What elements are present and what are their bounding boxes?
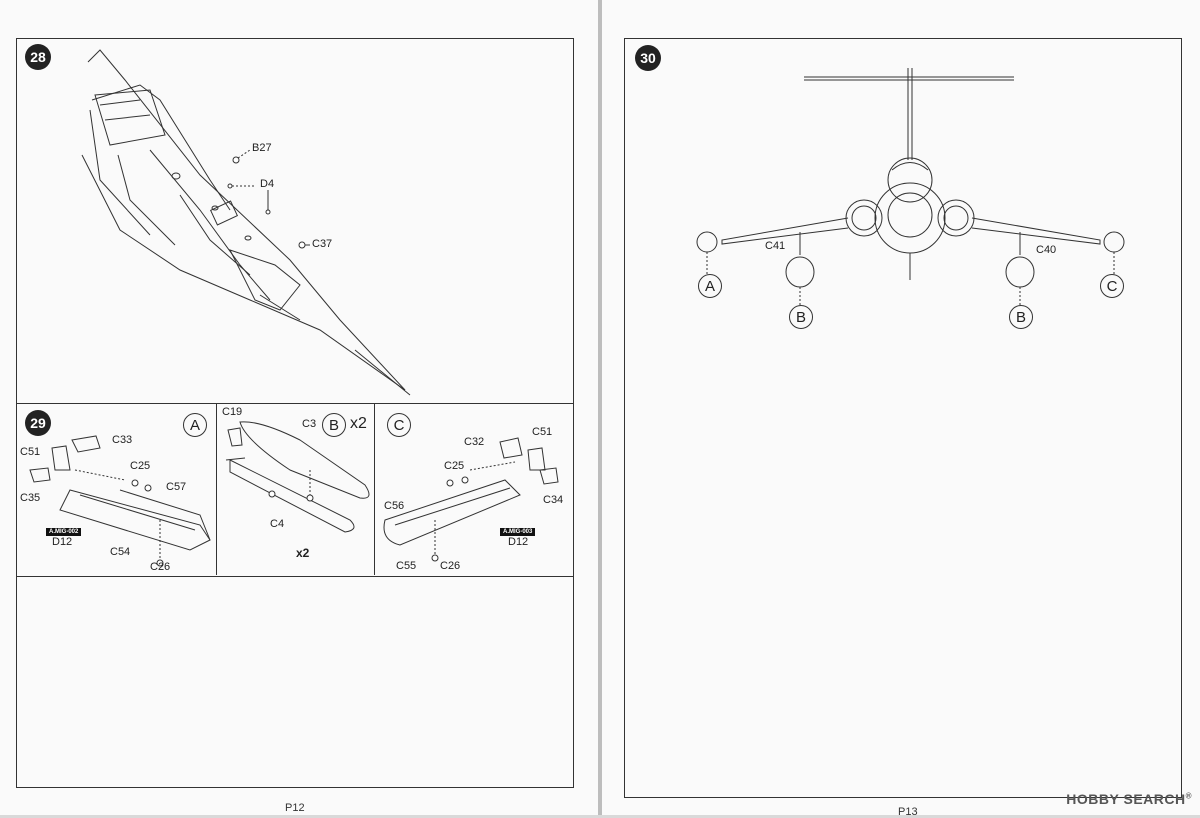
instruction-page-left: 28	[0, 0, 598, 815]
step-30-frame	[624, 38, 1182, 798]
step-29-badge: 29	[25, 410, 51, 436]
page-number-left: P12	[285, 802, 305, 814]
station-a-marker: A	[698, 274, 722, 298]
quantity-x2-bottom: x2	[296, 546, 310, 560]
callout-c33: C33	[112, 434, 133, 446]
pod-a-drawing	[29, 435, 211, 567]
callout-c55: C55	[396, 560, 417, 572]
callout-c34: C34	[543, 494, 564, 506]
callout-c3: C3	[302, 418, 317, 430]
station-b-left-marker: B	[789, 305, 813, 329]
pod-c-drawing	[383, 437, 559, 562]
step-28-badge: 28	[25, 44, 51, 70]
part-badge-c: A.MIG-003	[500, 528, 536, 536]
station-b-right-marker: B	[1009, 305, 1033, 329]
callout-c40: C40	[1036, 244, 1057, 256]
page-number-right: P13	[898, 806, 918, 818]
callout-d12-c: D12	[508, 536, 529, 548]
callout-c56: C56	[384, 500, 405, 512]
part-badge-a: A.MIG-002	[46, 528, 82, 536]
callout-d4: D4	[260, 178, 275, 190]
callout-c26-a: C26	[150, 561, 171, 573]
variant-b-marker: B	[322, 413, 346, 437]
instruction-page-right: 30	[602, 0, 1200, 818]
pod-b-drawing	[225, 421, 370, 533]
aircraft-front-view	[696, 68, 1125, 306]
callout-c51-c: C51	[532, 426, 553, 438]
callout-c35: C35	[20, 492, 41, 504]
quantity-x2-top: x2	[350, 415, 367, 432]
callout-c54: C54	[110, 546, 131, 558]
callout-c4: C4	[270, 518, 285, 530]
callout-c26-c: C26	[440, 560, 461, 572]
callout-c32: C32	[464, 436, 485, 448]
callout-c37: C37	[312, 238, 333, 250]
callout-c25-a: C25	[130, 460, 151, 472]
binding-gutter	[598, 0, 602, 815]
callout-c57: C57	[166, 481, 187, 493]
callout-c51-a: C51	[20, 446, 41, 458]
variant-c-marker: C	[387, 413, 411, 437]
step-28-nose-drawing	[81, 49, 411, 396]
watermark-reg: ®	[1185, 791, 1192, 801]
callout-c25-c: C25	[444, 460, 465, 472]
callout-b27: B27	[252, 142, 272, 154]
watermark-text: HOBBY SEARCH	[1066, 791, 1186, 807]
callout-c41: C41	[765, 240, 786, 252]
step-29-divider-2	[374, 403, 375, 575]
callout-d12-a: D12	[52, 536, 73, 548]
step-29-divider-1	[216, 403, 217, 575]
step-30-badge: 30	[635, 45, 661, 71]
blank-frame-left	[16, 576, 574, 788]
watermark-logo: HOBBY SEARCH®	[1066, 791, 1192, 807]
variant-a-marker: A	[183, 413, 207, 437]
callout-c19: C19	[222, 406, 243, 418]
station-c-marker: C	[1100, 274, 1124, 298]
